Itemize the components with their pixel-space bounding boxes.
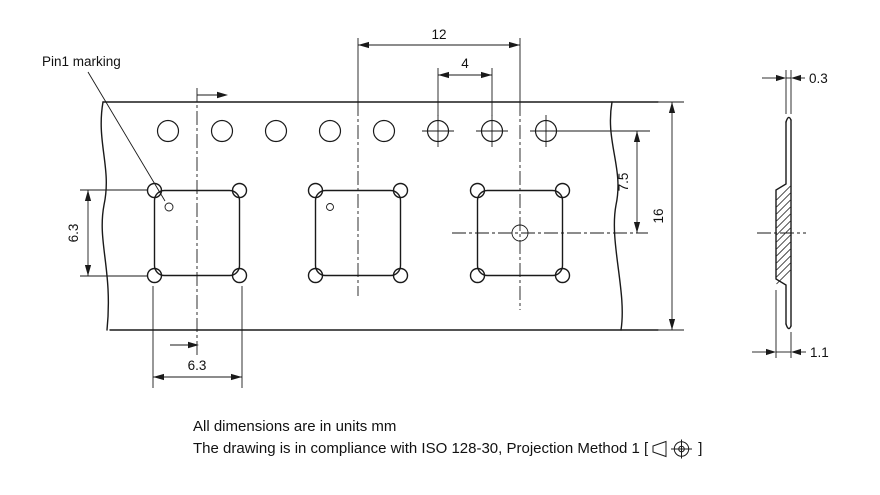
side-view	[757, 116, 806, 330]
first-angle-projection-icon	[652, 439, 693, 459]
dim-hole-to-center: 7.5	[560, 130, 650, 233]
note-compliance-text: The drawing is in compliance with ISO 12…	[193, 440, 649, 457]
dim-pocket-width: 6.3	[152, 286, 243, 388]
dim-tape-width: 16	[651, 101, 684, 331]
dim-pocket-height-value: 6.3	[66, 224, 81, 243]
dim-hole-pitch-value: 4	[461, 56, 469, 71]
tape-outline	[100, 101, 659, 331]
dim-hole-to-center-value: 7.5	[616, 173, 631, 192]
side-view-bottom-curl	[785, 323, 792, 330]
section-arrow-bottom	[170, 341, 199, 349]
center-lines	[196, 88, 648, 356]
sprocket-hole-crosshairs	[422, 115, 562, 147]
note-compliance: The drawing is in compliance with ISO 12…	[193, 438, 702, 460]
dim-pocket-pitch: 12	[357, 27, 521, 102]
side-view-hatching	[776, 185, 791, 285]
pin1-marking-dot	[326, 203, 334, 211]
dim-pocket-pitch-value: 12	[431, 27, 446, 42]
dim-pocket-height: 6.3	[66, 189, 148, 277]
dim-tape-width-value: 16	[651, 208, 666, 223]
side-view-top-curl	[785, 116, 792, 123]
pin1-leader-line	[87, 71, 166, 202]
note-units: All dimensions are in units mm	[193, 418, 397, 435]
dim-tape-thickness: 0.3	[762, 70, 828, 114]
section-arrow-top	[197, 91, 228, 99]
right-break-line	[609, 101, 623, 331]
pin1-callout: Pin1 marking	[42, 54, 166, 202]
dim-tape-thickness-value: 0.3	[809, 71, 828, 86]
dim-pocket-width-value: 6.3	[188, 358, 207, 373]
pin1-marking-dot	[164, 202, 174, 212]
sprocket-holes	[156, 115, 562, 147]
note-compliance-bracket: ]	[698, 440, 703, 457]
pin1-label: Pin1 marking	[42, 54, 121, 69]
drawing-notes: All dimensions are in units mm The drawi…	[193, 416, 702, 460]
left-break-line	[100, 101, 110, 331]
dim-hole-pitch: 4	[437, 56, 493, 116]
dim-pocket-depth: 1.1	[752, 290, 829, 360]
dim-pocket-depth-value: 1.1	[810, 345, 829, 360]
